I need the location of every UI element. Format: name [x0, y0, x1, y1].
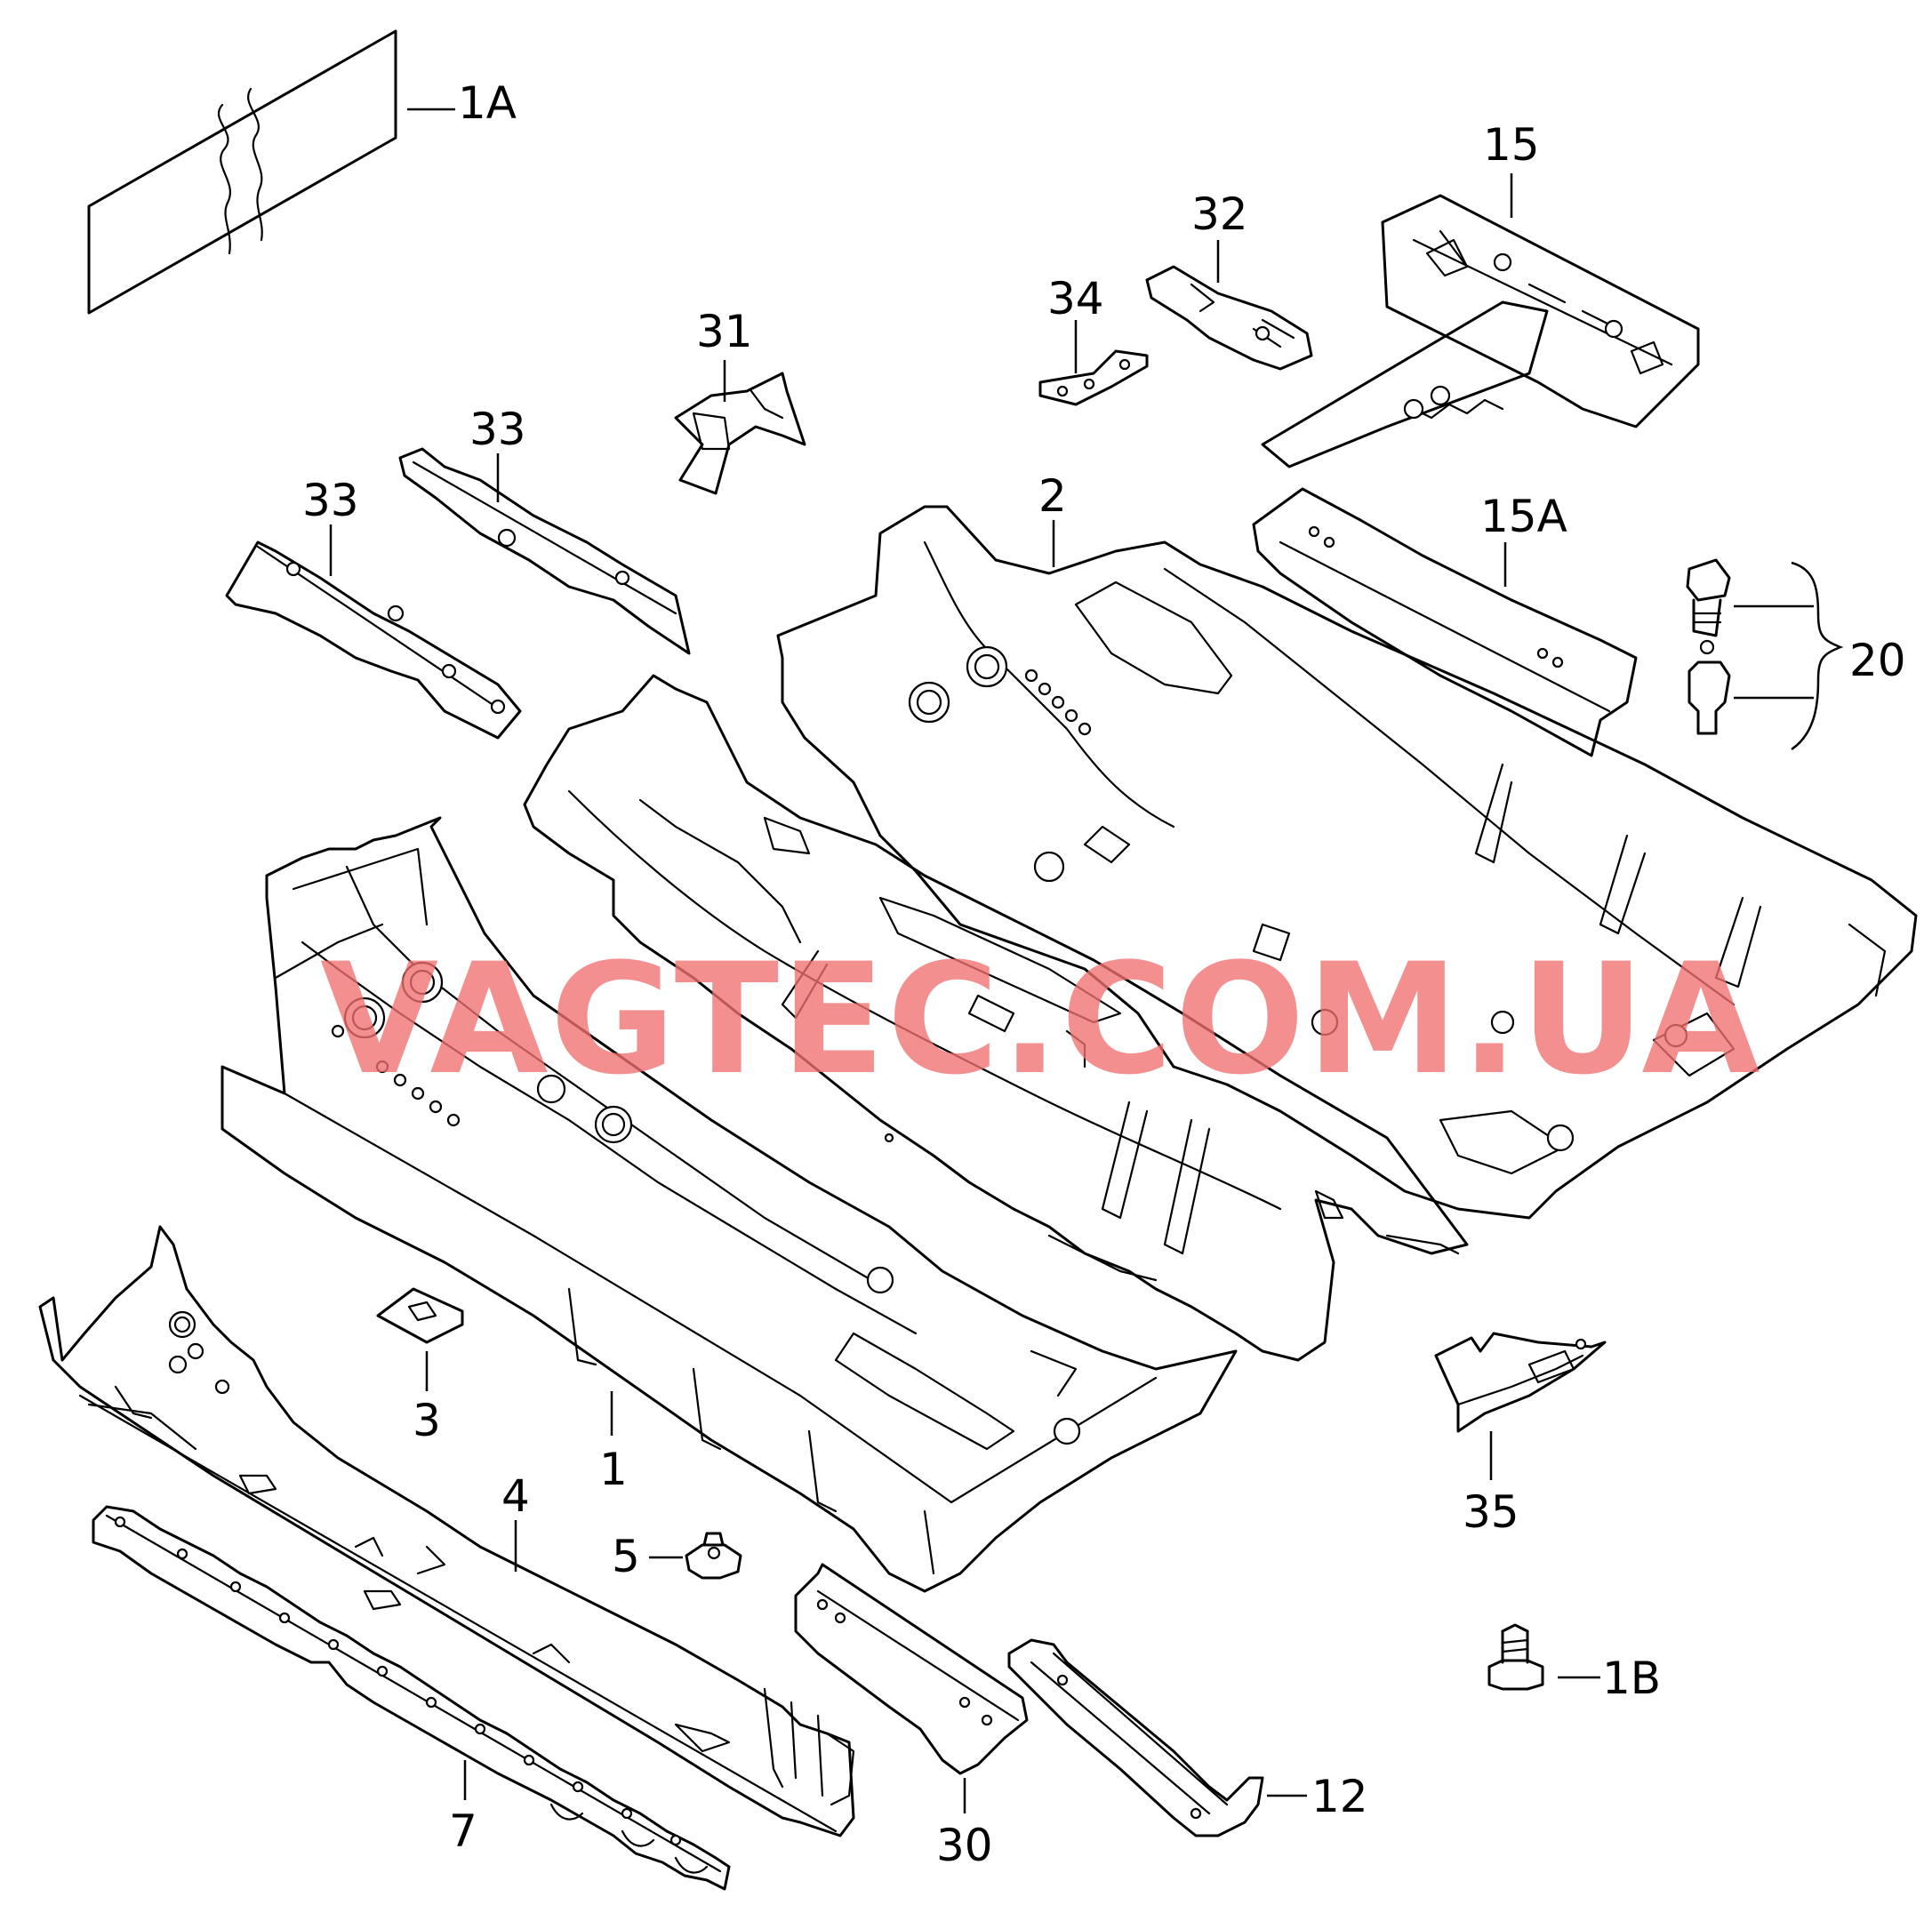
part-33-reinforcement-right[interactable]: [398, 447, 691, 655]
part-3-cover-plate[interactable]: [376, 1287, 464, 1344]
label-31: 31: [696, 306, 753, 357]
part-35-bracket[interactable]: [1434, 1332, 1607, 1433]
label-35: 35: [1463, 1486, 1519, 1538]
part-31-bracket[interactable]: [674, 372, 806, 495]
label-33-right: 33: [469, 404, 526, 455]
label-33-left: 33: [302, 475, 359, 526]
label-1: 1: [599, 1444, 628, 1495]
label-1B: 1B: [1602, 1653, 1661, 1704]
label-12: 12: [1311, 1771, 1368, 1822]
part-15A-crossmember[interactable]: [1252, 487, 1638, 757]
part-20-bolt-set[interactable]: [1686, 558, 1731, 735]
part-7-sill-reinforcement[interactable]: [92, 1505, 731, 1891]
label-15: 15: [1483, 119, 1540, 171]
part-12-rail[interactable]: [1007, 1638, 1264, 1837]
label-20: 20: [1849, 635, 1906, 686]
part-1A-panel[interactable]: [87, 29, 397, 315]
label-5: 5: [612, 1531, 640, 1582]
part-7-holes: [114, 1516, 682, 1846]
part-33-reinforcement-left[interactable]: [225, 540, 522, 740]
label-3: 3: [413, 1395, 441, 1446]
part-5-nut[interactable]: [685, 1532, 742, 1580]
label-30: 30: [936, 1820, 993, 1871]
part-30-bracket[interactable]: [794, 1563, 1029, 1775]
part-32-bracket[interactable]: [1145, 265, 1313, 371]
label-32: 32: [1191, 188, 1248, 240]
part-1-front-floor[interactable]: [220, 816, 1238, 1593]
label-2: 2: [1038, 470, 1067, 522]
part-4-sill-panel[interactable]: [38, 1225, 855, 1837]
part-34-plate[interactable]: [1038, 349, 1149, 406]
part-2-rear-floor-pan[interactable]: [776, 505, 1918, 1220]
part-1B-bolt[interactable]: [1487, 1623, 1544, 1691]
watermark-text: VAGTEC.COM.UA: [320, 930, 1762, 1109]
part-15-crossmember[interactable]: [1261, 194, 1700, 468]
leader-20-bracket: [1791, 561, 1844, 751]
label-1A: 1A: [458, 77, 517, 129]
label-4: 4: [501, 1470, 530, 1522]
label-15A: 15A: [1480, 491, 1567, 542]
label-34: 34: [1047, 273, 1104, 324]
label-7: 7: [449, 1805, 477, 1857]
part-middle-floor-tunnel[interactable]: [523, 674, 1469, 1362]
